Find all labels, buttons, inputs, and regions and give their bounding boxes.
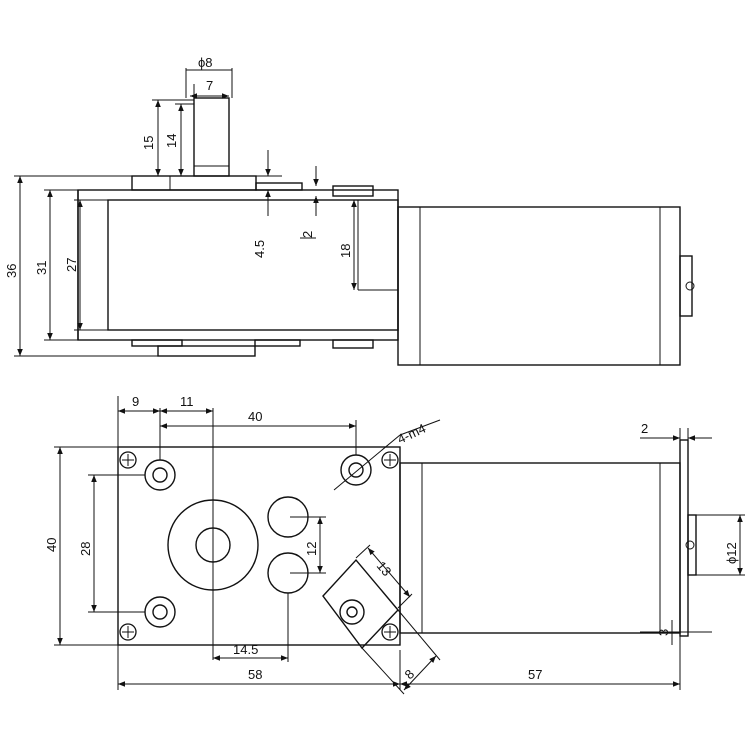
motor-front-body bbox=[399, 462, 681, 634]
corner-screw-tl bbox=[119, 451, 137, 469]
dim-port-spacing: 12 bbox=[304, 542, 319, 556]
corner-screw-tr bbox=[381, 451, 399, 469]
dim-shaft-diameter: ϕ8 bbox=[198, 55, 213, 70]
corner-screw-bl bbox=[119, 623, 137, 641]
corner-screw-br bbox=[381, 623, 399, 641]
dim-shaft-length-total: 15 bbox=[141, 136, 156, 150]
dim-motor-length: 57 bbox=[528, 667, 542, 682]
dim-front-height: 40 bbox=[44, 538, 59, 552]
front-view: 9 11 40 4-m4 40 28 12 14.5 bbox=[44, 394, 745, 695]
dim-shaft-to-port: 14.5 bbox=[233, 642, 258, 657]
dim-end-shaft-diameter: ϕ12 bbox=[724, 542, 739, 564]
dim-gearbox-width: 58 bbox=[248, 667, 262, 682]
dim-end-cap-small: 3 bbox=[656, 629, 671, 636]
dim-collar-height: 4.5 bbox=[252, 240, 267, 258]
dim-height-overall: 36 bbox=[4, 264, 19, 278]
mount-hole-bl bbox=[144, 596, 176, 628]
gearbox-body bbox=[77, 189, 399, 341]
side-view: ϕ8 7 15 14 36 31 27 4.5 bbox=[4, 55, 695, 366]
dim-hole-to-shaft: 11 bbox=[180, 394, 194, 409]
dim-motor-offset: 2 bbox=[300, 231, 315, 238]
dim-end-cap: 2 bbox=[641, 421, 648, 436]
output-shaft bbox=[193, 97, 230, 177]
dim-hole-spacing-x: 40 bbox=[248, 409, 262, 424]
dim-shaft-length-flat: 14 bbox=[164, 134, 179, 148]
dim-motor-top-offset: 18 bbox=[338, 244, 353, 258]
mount-hole-tl bbox=[144, 459, 176, 491]
dim-hole-spacing-y: 28 bbox=[78, 542, 93, 556]
dim-edge-to-hole: 9 bbox=[132, 394, 139, 409]
dim-shaft-flat: 7 bbox=[206, 78, 213, 93]
dim-height-body: 31 bbox=[34, 261, 49, 275]
dim-height-inner: 27 bbox=[64, 258, 79, 272]
dim-slot-height: 8 bbox=[402, 666, 418, 682]
top-collar bbox=[131, 175, 257, 191]
dim-mount-holes: 4-m4 bbox=[395, 421, 428, 447]
motor-body bbox=[397, 206, 681, 366]
